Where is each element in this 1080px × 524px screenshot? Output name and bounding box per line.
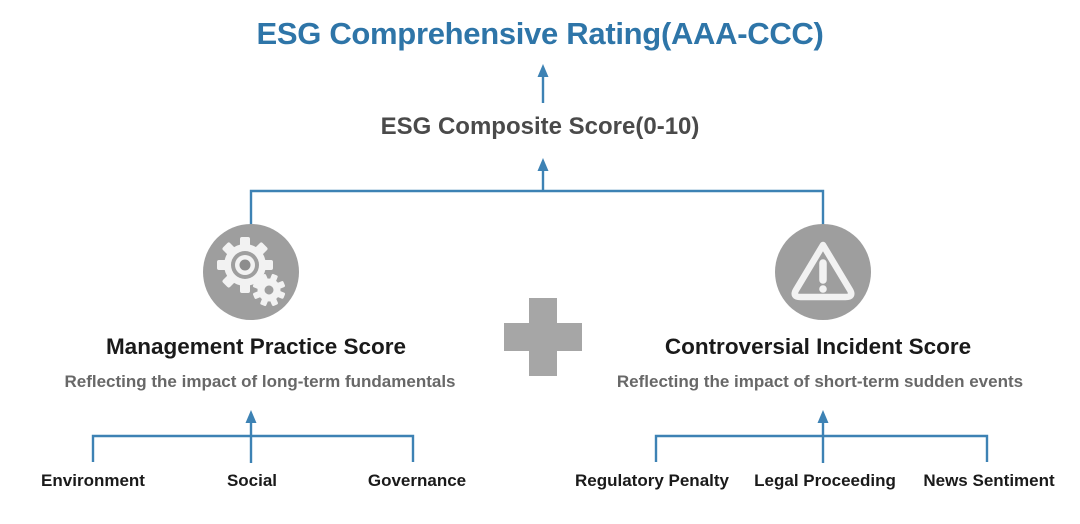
arrow-right-leaves-to-branch [817, 410, 829, 463]
arrow-composite-to-rating [537, 64, 549, 103]
management-score-subtitle: Reflecting the impact of long-term funda… [64, 372, 456, 391]
leaf-legal-proceeding: Legal Proceeding [754, 471, 896, 490]
diagram-title: ESG Comprehensive Rating(AAA-CCC) [256, 16, 824, 51]
leaf-environment: Environment [41, 471, 145, 490]
management-score-title: Management Practice Score [105, 334, 407, 359]
left-bottom-bracket [91, 434, 415, 462]
management-icon-circle [203, 224, 299, 320]
leaf-social: Social [226, 471, 278, 490]
small-gear [252, 273, 286, 307]
incident-icon-circle [775, 224, 871, 320]
warning-triangle-icon [791, 241, 855, 301]
plus-icon [504, 298, 582, 376]
leaf-regulatory-penalty: Regulatory Penalty [575, 471, 729, 490]
arrow-branches-to-composite [537, 158, 549, 191]
composite-score-label: ESG Composite Score(0-10) [380, 113, 700, 140]
large-gear [217, 237, 273, 293]
top-bracket [249, 189, 825, 226]
leaf-news-sentiment: News Sentiment [923, 471, 1055, 490]
leaf-governance: Governance [367, 471, 467, 490]
right-bottom-bracket [654, 434, 989, 462]
incident-score-subtitle: Reflecting the impact of short-term sudd… [616, 372, 1024, 391]
incident-score-title: Controversial Incident Score [664, 334, 972, 359]
arrow-left-leaves-to-branch [245, 410, 257, 463]
gears-icon [217, 237, 286, 307]
